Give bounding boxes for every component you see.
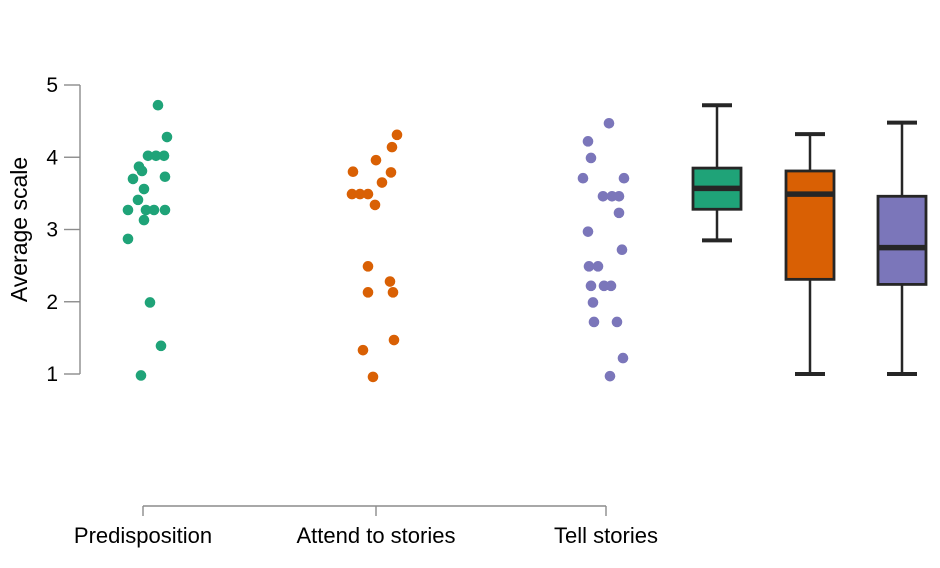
data-point-1-0 xyxy=(391,129,403,141)
data-point-1-10 xyxy=(362,261,374,272)
data-point-0-17 xyxy=(144,297,156,308)
data-point-1-3 xyxy=(347,166,359,177)
data-point-1-1 xyxy=(386,141,398,153)
data-point-2-9 xyxy=(582,226,594,237)
data-point-2-10 xyxy=(616,244,628,256)
data-point-0-14 xyxy=(159,204,171,216)
data-point-2-20 xyxy=(604,370,616,382)
data-point-1-5 xyxy=(376,177,388,188)
data-point-1-7 xyxy=(354,188,366,200)
x-axis-label-1: Attend to stories xyxy=(297,523,456,548)
data-point-2-4 xyxy=(618,172,630,184)
data-point-0-0 xyxy=(152,99,164,111)
x-axis-label-2: Tell stories xyxy=(554,523,658,548)
data-point-0-9 xyxy=(138,183,150,195)
data-point-0-18 xyxy=(155,340,167,352)
data-point-1-15 xyxy=(357,344,369,356)
data-point-0-15 xyxy=(138,214,150,226)
data-point-1-6 xyxy=(346,188,358,200)
data-point-2-17 xyxy=(588,316,600,328)
data-point-0-3 xyxy=(150,150,162,162)
data-point-1-14 xyxy=(388,334,400,346)
data-point-1-16 xyxy=(367,371,379,383)
data-point-1-13 xyxy=(387,287,399,298)
data-point-1-12 xyxy=(362,287,374,298)
data-point-2-16 xyxy=(587,297,599,308)
data-point-0-4 xyxy=(158,150,170,162)
data-point-1-2 xyxy=(370,154,382,166)
data-point-2-2 xyxy=(585,152,597,164)
boxplot-box-1 xyxy=(784,169,836,281)
data-point-2-11 xyxy=(583,261,595,272)
data-point-0-12 xyxy=(140,204,152,216)
data-point-2-1 xyxy=(582,136,594,147)
data-point-2-8 xyxy=(613,207,625,219)
data-point-0-7 xyxy=(159,171,171,183)
data-point-2-0 xyxy=(603,117,615,129)
data-point-2-18 xyxy=(611,316,623,328)
data-point-2-15 xyxy=(605,280,617,292)
y-axis-tick-label: 4 xyxy=(46,146,58,169)
data-point-0-19 xyxy=(135,370,147,381)
data-point-0-11 xyxy=(122,204,134,216)
data-point-2-12 xyxy=(592,261,604,272)
boxplot-box-2 xyxy=(876,194,928,286)
data-point-1-8 xyxy=(362,188,374,200)
y-axis-tick-label: 2 xyxy=(46,291,58,314)
data-point-0-1 xyxy=(161,131,173,143)
data-point-0-6 xyxy=(136,165,148,177)
data-point-0-16 xyxy=(122,233,134,245)
data-point-1-9 xyxy=(369,199,381,211)
data-point-2-7 xyxy=(613,190,625,202)
data-point-1-4 xyxy=(385,167,397,178)
y-axis-title: Average scale xyxy=(6,157,32,302)
x-axis-label-0: Predisposition xyxy=(74,523,212,548)
data-point-2-19 xyxy=(617,352,629,364)
y-axis-tick-label: 3 xyxy=(46,219,58,242)
data-point-2-13 xyxy=(585,280,597,292)
data-point-2-3 xyxy=(577,172,589,184)
y-axis-tick-label: 1 xyxy=(46,363,58,386)
data-point-0-10 xyxy=(132,194,144,206)
data-point-0-8 xyxy=(127,173,139,185)
data-point-0-2 xyxy=(142,150,154,162)
y-axis-tick-label: 5 xyxy=(46,74,58,97)
data-point-2-5 xyxy=(597,190,609,202)
data-point-1-11 xyxy=(384,276,396,287)
data-point-0-13 xyxy=(148,204,160,216)
